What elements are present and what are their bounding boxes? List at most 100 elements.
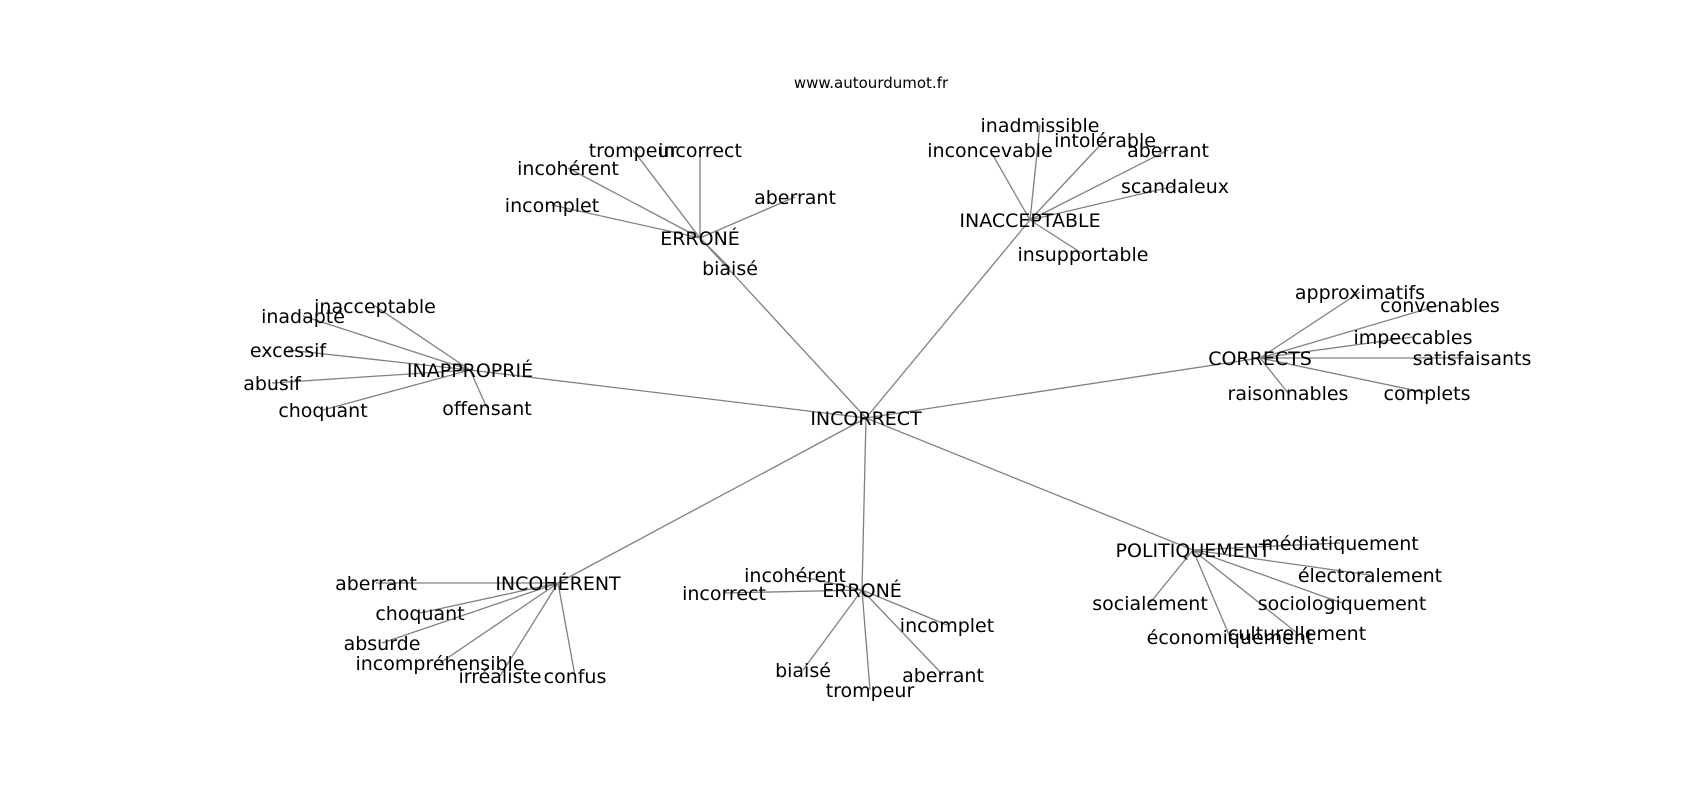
leaf-node-incomprehensible[interactable]: incompréhensible xyxy=(355,653,524,675)
edge-politiquement-culturellement xyxy=(1192,549,1298,634)
edge-corrects-raisonnables xyxy=(1259,357,1289,394)
leaf-node-satisfaisants[interactable]: satisfaisants xyxy=(1413,348,1532,370)
edge-incoherent-incomprehensible xyxy=(439,582,559,664)
labels-layer: INCORRECT ERRONÉ INACCEPTABLE INAPPROPRIÉ CO… xyxy=(243,115,1531,702)
leaf-node-economiquement[interactable]: économiquement xyxy=(1147,627,1314,649)
edge-politiquement-sociologiquement xyxy=(1192,549,1343,604)
edge-errone-incoherent xyxy=(567,167,701,239)
edge-inacceptable-intolerable xyxy=(1029,139,1106,221)
edge-politiquement-socialement xyxy=(1149,549,1194,604)
leaf-node-abusif[interactable]: abusif xyxy=(243,373,302,395)
leaf-node-choquant[interactable]: choquant xyxy=(278,400,367,422)
edge-incoherent-absurde xyxy=(381,582,559,644)
edge-root-inapproprie xyxy=(469,369,867,419)
leaf-node-raisonnables[interactable]: raisonnables xyxy=(1228,383,1349,405)
leaf-node-scandaleux[interactable]: scandaleux xyxy=(1121,176,1229,198)
edge-inapproprie-excessif xyxy=(287,349,471,371)
leaf-node-irrealiste[interactable]: irréaliste xyxy=(458,666,541,688)
edge-errone-aberrant xyxy=(699,196,796,239)
edge-errone-incorrect xyxy=(723,589,863,594)
edge-inapproprie-inadapte xyxy=(302,315,471,371)
edge-root-corrects xyxy=(865,357,1261,419)
edge-inapproprie-choquant xyxy=(322,369,471,411)
hub-node-inapproprie[interactable]: INAPPROPRIÉ xyxy=(407,359,533,382)
edge-corrects-complets xyxy=(1259,357,1428,394)
edge-inacceptable-inconcevable xyxy=(989,149,1031,221)
edge-incoherent-confus xyxy=(557,582,576,677)
leaf-node-socialement[interactable]: socialement xyxy=(1092,593,1208,615)
leaf-node-incomplet[interactable]: incomplet xyxy=(900,615,994,637)
leaf-node-absurde[interactable]: absurde xyxy=(344,633,421,655)
hub-node-incoherent[interactable]: INCOHÉRENT xyxy=(495,572,621,595)
edge-root-inacceptable xyxy=(865,219,1031,419)
leaf-node-incorrect[interactable]: incorrect xyxy=(658,140,742,162)
leaf-node-convenables[interactable]: convenables xyxy=(1380,295,1500,317)
hub-node-errone[interactable]: ERRONÉ xyxy=(822,579,902,602)
leaf-node-culturellement[interactable]: culturellement xyxy=(1228,623,1366,645)
leaf-node-inconcevable[interactable]: inconcevable xyxy=(927,140,1053,162)
leaf-node-aberrant[interactable]: aberrant xyxy=(754,187,836,209)
leaf-node-electoralement[interactable]: électoralement xyxy=(1298,565,1442,587)
edge-inacceptable-scandaleux xyxy=(1029,185,1176,221)
leaf-node-biaise[interactable]: biaisé xyxy=(775,660,831,682)
edge-inacceptable-inadmissible xyxy=(1029,124,1041,221)
edges-layer xyxy=(271,124,1472,691)
hub-node-corrects[interactable]: CORRECTS xyxy=(1208,348,1312,370)
edge-incoherent-choquant xyxy=(419,582,559,614)
edge-corrects-approximatifs xyxy=(1259,291,1361,359)
edge-errone-biaise xyxy=(802,589,863,671)
leaf-node-excessif[interactable]: excessif xyxy=(250,340,327,362)
leaf-node-mediatiquement[interactable]: médiatiquement xyxy=(1261,533,1418,555)
site-url: www.autourdumot.fr xyxy=(794,74,949,92)
leaf-node-choquant[interactable]: choquant xyxy=(375,603,464,625)
edge-root-incoherent xyxy=(557,417,867,584)
hub-node-politiquement[interactable]: POLITIQUEMENT xyxy=(1116,540,1271,562)
leaf-node-aberrant[interactable]: aberrant xyxy=(1127,140,1209,162)
hub-node-errone[interactable]: ERRONÉ xyxy=(660,227,740,250)
edge-incoherent-irrealiste xyxy=(499,582,559,677)
leaf-node-complets[interactable]: complets xyxy=(1384,383,1471,405)
edge-politiquement-mediatiquement xyxy=(1192,542,1341,551)
edge-inapproprie-abusif xyxy=(271,369,471,384)
root-node-incorrect[interactable]: INCORRECT xyxy=(810,408,922,430)
edge-root-politiquement xyxy=(865,417,1194,551)
leaf-node-incoherent[interactable]: incohérent xyxy=(744,565,846,587)
edge-errone-aberrant xyxy=(861,589,944,676)
edge-errone-trompeur xyxy=(632,149,701,239)
edge-corrects-impeccables xyxy=(1259,336,1414,359)
leaf-node-offensant[interactable]: offensant xyxy=(442,398,531,420)
leaf-node-sociologiquement[interactable]: sociologiquement xyxy=(1258,593,1427,615)
leaf-node-approximatifs[interactable]: approximatifs xyxy=(1295,282,1425,304)
edge-politiquement-economiquement xyxy=(1192,549,1231,638)
edge-inapproprie-offensant xyxy=(469,369,488,409)
edge-errone-incomplet xyxy=(861,589,948,626)
edge-inapproprie-inacceptable xyxy=(374,305,471,371)
leaf-node-aberrant[interactable]: aberrant xyxy=(335,573,417,595)
leaf-node-trompeur[interactable]: trompeur xyxy=(589,140,678,162)
leaf-node-inadapte[interactable]: inadapté xyxy=(261,306,345,328)
edge-corrects-convenables xyxy=(1259,304,1441,359)
leaf-node-impeccables[interactable]: impeccables xyxy=(1353,327,1472,349)
leaf-node-aberrant[interactable]: aberrant xyxy=(902,665,984,687)
leaf-node-trompeur[interactable]: trompeur xyxy=(826,680,915,702)
edge-inacceptable-insupportable xyxy=(1029,219,1084,255)
edge-errone-biaise xyxy=(699,237,731,269)
leaf-node-incomplet[interactable]: incomplet xyxy=(505,195,599,217)
edge-root-errone xyxy=(861,417,867,591)
leaf-node-incorrect[interactable]: incorrect xyxy=(682,583,766,605)
hub-node-inacceptable[interactable]: INACCEPTABLE xyxy=(959,210,1100,232)
edge-root-errone xyxy=(699,237,867,419)
leaf-node-inacceptable[interactable]: inacceptable xyxy=(314,296,436,318)
edge-politiquement-electoralement xyxy=(1192,549,1371,576)
edge-errone-incoherent xyxy=(794,574,863,591)
edge-errone-trompeur xyxy=(861,589,871,691)
leaf-node-insupportable[interactable]: insupportable xyxy=(1018,244,1149,266)
edge-inacceptable-aberrant xyxy=(1029,149,1169,221)
leaf-node-incoherent[interactable]: incohérent xyxy=(517,158,619,180)
leaf-node-biaise[interactable]: biaisé xyxy=(702,258,758,280)
edge-errone-incomplet xyxy=(551,204,701,239)
leaf-node-inadmissible[interactable]: inadmissible xyxy=(981,115,1100,137)
leaf-node-confus[interactable]: confus xyxy=(544,666,607,688)
leaf-node-intolerable[interactable]: intolérable xyxy=(1054,130,1156,152)
